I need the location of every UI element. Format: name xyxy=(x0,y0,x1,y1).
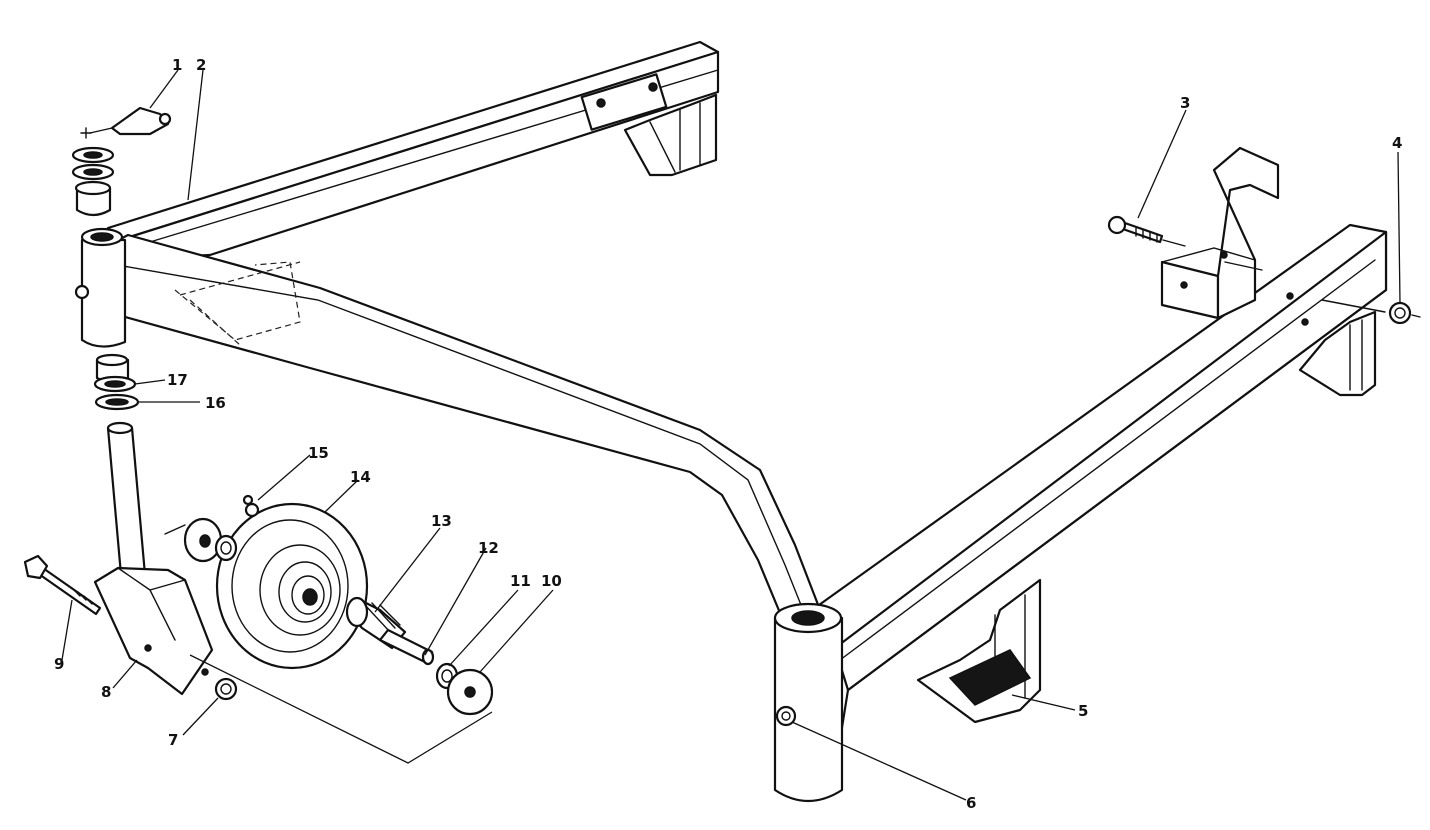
hidden-crossmember xyxy=(174,261,301,346)
axle-centerline xyxy=(189,654,493,764)
callout-11: 11 xyxy=(510,572,531,590)
callout-2: 2 xyxy=(196,56,206,74)
back-rail-plate xyxy=(580,73,668,131)
callout-14: 14 xyxy=(350,468,371,486)
callout-labels: 1 2 3 4 5 6 7 8 9 10 11 12 13 14 15 16 1… xyxy=(54,56,1402,812)
caster-fork xyxy=(93,566,214,696)
callout-13: 13 xyxy=(431,512,452,530)
callout-8: 8 xyxy=(101,683,111,701)
mounting-plate xyxy=(1160,260,1220,320)
post-nut xyxy=(775,705,797,727)
caster-wheel xyxy=(215,502,369,670)
callout-9: 9 xyxy=(54,655,64,673)
wheel-assembly xyxy=(164,494,494,764)
callout-1: 1 xyxy=(172,56,182,74)
callout-5: 5 xyxy=(1078,702,1088,720)
caster-spindle xyxy=(106,426,148,588)
plate-bolt xyxy=(1118,220,1164,244)
left-caster-assembly xyxy=(23,106,238,701)
callout-10: 10 xyxy=(541,572,562,590)
fork-nut xyxy=(214,677,238,701)
frame-right-beam-side xyxy=(833,230,1388,692)
front-pivot-post xyxy=(773,616,844,802)
callout-4: 4 xyxy=(1392,134,1402,152)
right-plate-assembly xyxy=(775,146,1421,727)
fork-bolt xyxy=(34,564,102,616)
callout-17: 17 xyxy=(167,371,188,389)
callout-3: 3 xyxy=(1180,94,1190,112)
rear-bracket xyxy=(623,93,718,177)
frame-left-beam xyxy=(98,233,824,627)
leader-lines xyxy=(61,69,1401,801)
callout-15: 15 xyxy=(308,444,329,462)
right-rear-bracket xyxy=(1298,310,1377,397)
left-pivot-tube xyxy=(80,238,127,348)
callout-7: 7 xyxy=(168,731,178,749)
callout-6: 6 xyxy=(966,794,976,812)
plate-nut xyxy=(1388,301,1412,325)
wheel-grease-fitting xyxy=(244,502,260,518)
callout-12: 12 xyxy=(478,539,499,557)
callout-16: 16 xyxy=(205,394,226,412)
step-pad xyxy=(948,649,1032,706)
frame xyxy=(74,40,1388,802)
upper-bushing xyxy=(75,186,112,217)
